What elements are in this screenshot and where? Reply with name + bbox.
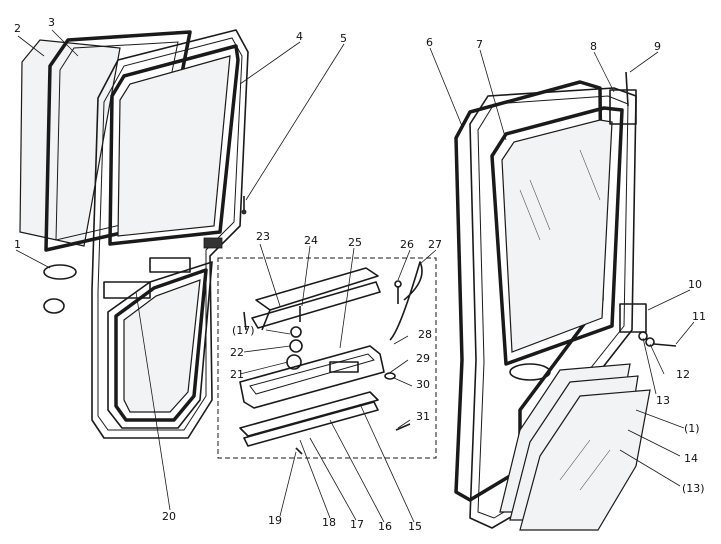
label-12: 12	[676, 368, 690, 381]
label-20: 20	[162, 510, 176, 523]
label-23: 23	[256, 230, 270, 243]
label-2: 2	[14, 22, 21, 35]
label-13: 13	[656, 394, 670, 407]
left-door-hardware	[43, 196, 247, 314]
left-glass-pane	[19, 39, 121, 247]
label-1-paren: (1)	[684, 422, 700, 435]
label-21: 21	[230, 368, 244, 381]
label-11: 11	[692, 310, 706, 323]
label-25: 25	[348, 236, 362, 249]
regulator-parts	[239, 261, 423, 455]
left-door-frame	[91, 29, 249, 439]
callout-labels: 2 3 4 5 6 7 8 9 1 23 24 25 26 27 10 11 (…	[14, 16, 706, 533]
label-13-paren: (13)	[682, 482, 705, 495]
label-14: 14	[684, 452, 698, 465]
label-29: 29	[416, 352, 430, 365]
label-4: 4	[296, 30, 303, 43]
label-17: 17	[350, 518, 364, 531]
right-lower-glass-stack	[499, 363, 651, 531]
label-26: 26	[400, 238, 414, 251]
label-3: 3	[48, 16, 55, 29]
label-18: 18	[322, 516, 336, 529]
label-28: 28	[418, 328, 432, 341]
label-17-paren: (17)	[232, 324, 255, 337]
regulator-group-box	[217, 257, 437, 459]
label-9: 9	[654, 40, 661, 53]
label-1: 1	[14, 238, 21, 251]
label-31: 31	[416, 410, 430, 423]
label-10: 10	[688, 278, 702, 291]
label-16: 16	[378, 520, 392, 533]
label-8: 8	[590, 40, 597, 53]
label-7: 7	[476, 38, 483, 51]
label-22: 22	[230, 346, 244, 359]
label-5: 5	[340, 32, 347, 45]
leader-lines	[15, 29, 695, 523]
label-24: 24	[304, 234, 318, 247]
label-27: 27	[428, 238, 442, 251]
right-hinge-parts	[609, 71, 677, 347]
label-19: 19	[268, 514, 282, 527]
label-15: 15	[408, 520, 422, 533]
label-6: 6	[426, 36, 433, 49]
label-30: 30	[416, 378, 430, 391]
